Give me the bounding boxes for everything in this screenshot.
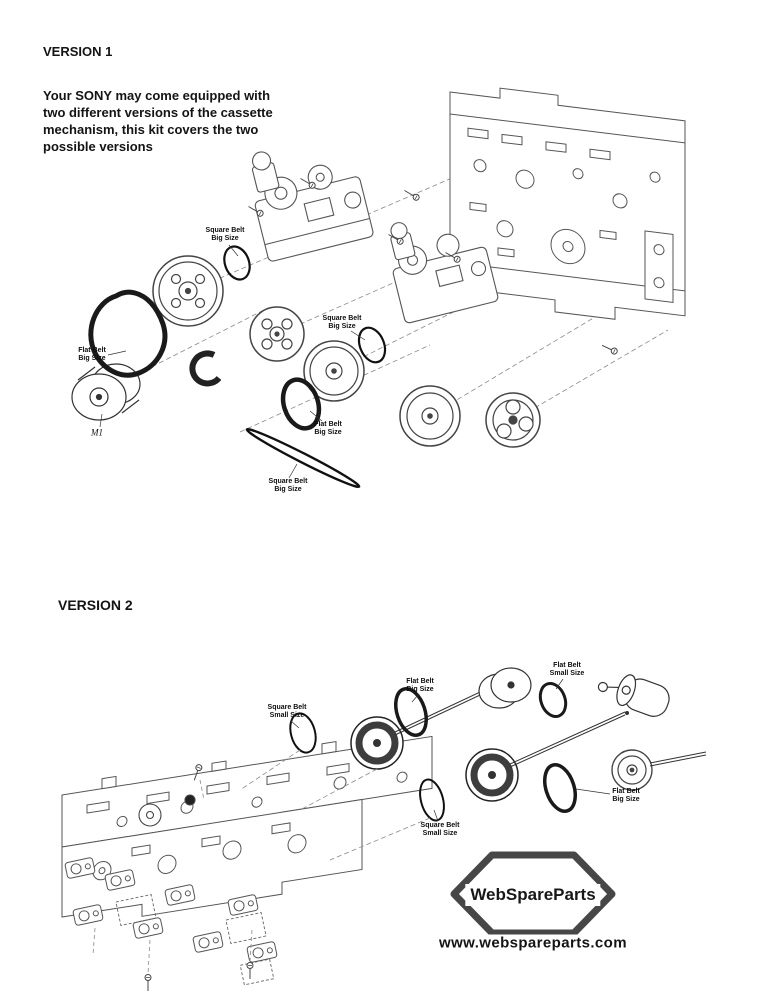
square-belt-big-long <box>245 427 361 489</box>
label-flat-belt-big-1: Flat Belt Big Size <box>78 346 106 362</box>
square-belt-big-1 <box>223 245 251 281</box>
flat-belt-big-left <box>88 289 168 378</box>
flywheel-b <box>465 711 629 802</box>
mechanism-block-b <box>390 222 499 324</box>
version2-title: VERSION 2 <box>58 597 133 613</box>
flat-belt-big-v2-1 <box>394 687 428 737</box>
flat-belt-big-2 <box>280 377 322 431</box>
label-motor-m1: M1 <box>91 427 103 438</box>
brand-name: WebSpareParts <box>465 884 601 906</box>
version1-diagram <box>71 87 686 489</box>
flat-belt-small <box>538 682 568 718</box>
axis-lines-v2 <box>239 749 431 861</box>
website-url: www.webspareparts.com <box>435 934 631 952</box>
version1-description: Your SONY may come equipped with two dif… <box>43 88 273 154</box>
version2-diagram <box>61 667 707 992</box>
label-flat-belt-big-2: Flat Belt Big Size <box>314 420 342 436</box>
motor-m1 <box>71 363 141 421</box>
label-square-belt-big-2: Square Belt Big Size <box>322 314 362 330</box>
flat-belt-big-v2-2 <box>543 763 577 813</box>
square-belt-small-1 <box>289 712 317 754</box>
label-square-belt-big-3: Square Belt Big Size <box>268 477 308 493</box>
drum-pulley <box>478 667 532 709</box>
version1-title: VERSION 1 <box>43 44 113 59</box>
label-flat-belt-big-v2-1: Flat Belt Big Size <box>406 677 434 693</box>
leader-lines-v2 <box>290 678 611 822</box>
clamp-bracket <box>189 350 222 387</box>
leader-lines-v1 <box>99 244 366 479</box>
pulley-center-1 <box>249 306 305 362</box>
pulley-right-v2 <box>611 749 707 791</box>
pulley-large-left <box>152 255 224 327</box>
pulley-center-2 <box>303 340 365 402</box>
chassis-plate-v1 <box>449 87 686 320</box>
label-square-belt-small-2: Square Belt Small Size <box>420 821 460 837</box>
left-rollers-v2 <box>138 763 205 827</box>
square-belt-big-2 <box>357 326 387 364</box>
lobed-gear-wheel <box>485 392 541 448</box>
flywheel-v1 <box>399 385 461 447</box>
label-square-belt-small-1: Square Belt Small Size <box>267 703 307 719</box>
chassis-front-v2 <box>61 798 363 918</box>
motor-v2 <box>597 674 670 717</box>
label-flat-belt-big-v2-2: Flat Belt Big Size <box>612 787 640 803</box>
label-flat-belt-small: Flat Belt Small Size <box>549 661 585 677</box>
label-square-belt-big-1: Square Belt Big Size <box>205 226 245 242</box>
